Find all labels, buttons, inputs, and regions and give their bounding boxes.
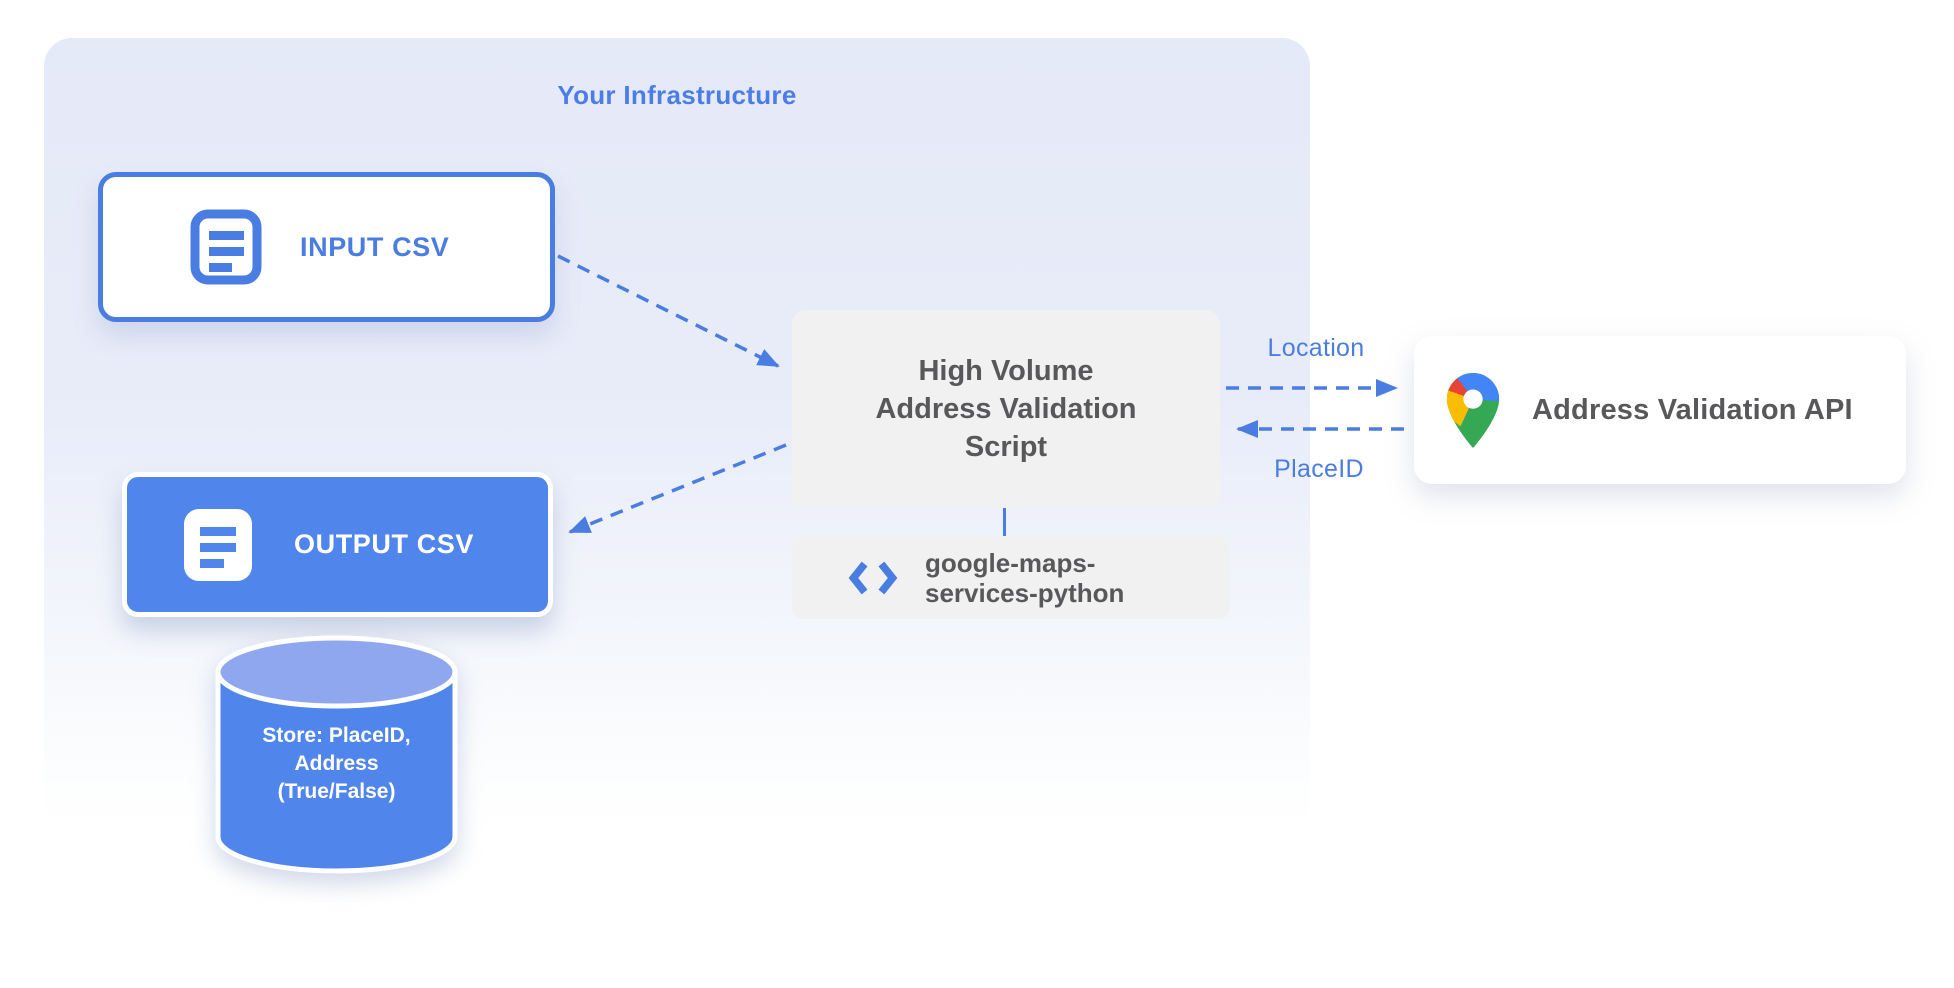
datastore-label-line2: Address — [294, 752, 379, 775]
library-label-line1: google-maps- — [925, 547, 1096, 578]
api-node: Address Validation API — [1414, 336, 1906, 484]
output-csv-node: OUTPUT CSV — [122, 472, 553, 617]
library-label: google-maps- services-python — [925, 548, 1124, 608]
google-maps-pin-icon — [1446, 372, 1500, 448]
library-label-line2: services-python — [925, 577, 1125, 608]
script-label-line2: Address Validation — [875, 393, 1137, 425]
script-label-line1: High Volume — [918, 355, 1094, 387]
script-library-connector — [1003, 508, 1006, 537]
datastore-label-line1: Store: PlaceID, — [262, 724, 411, 747]
input-csv-label: INPUT CSV — [300, 231, 450, 262]
placeid-edge-label: PlaceID — [1274, 455, 1364, 483]
output-csv-label: OUTPUT CSV — [294, 529, 475, 559]
datastore-cylinder — [215, 635, 458, 874]
infrastructure-title: Your Infrastructure — [557, 80, 797, 110]
script-label-line3: Script — [964, 431, 1048, 463]
script-node: High Volume Address Validation Script — [792, 310, 1220, 508]
datastore-label: Store: PlaceID, Address (True/False) — [228, 722, 445, 806]
document-icon — [184, 508, 252, 581]
document-icon — [190, 209, 262, 285]
datastore-label-line3: (True/False) — [277, 780, 396, 803]
library-node: google-maps- services-python — [792, 536, 1230, 619]
location-edge-label: Location — [1267, 334, 1365, 362]
code-brackets-icon — [848, 561, 898, 594]
api-label: Address Validation API — [1532, 393, 1853, 426]
input-csv-node: INPUT CSV — [98, 172, 555, 322]
